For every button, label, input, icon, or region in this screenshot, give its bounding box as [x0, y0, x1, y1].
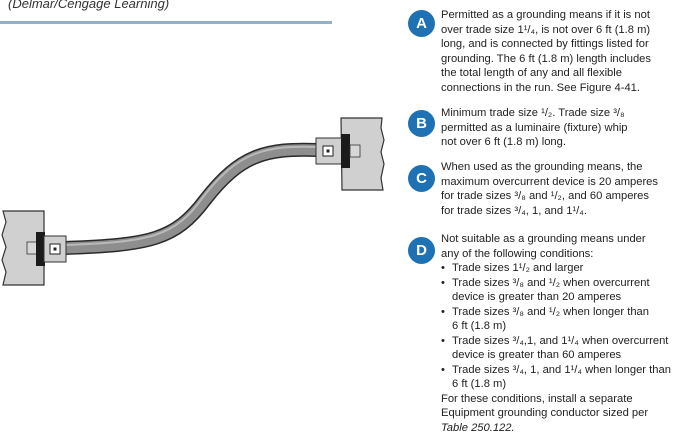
- badge-a: A: [408, 10, 435, 37]
- note-a-line: Permitted as a grounding means if it is …: [441, 8, 690, 23]
- note-a-line: grounding. The 6 ft (1.8 m) length inclu…: [441, 52, 690, 67]
- note-a-line: long, and is connected by fittings liste…: [441, 37, 690, 52]
- note-d-intro: any of the following conditions:: [441, 247, 690, 262]
- note-b-line: Minimum trade size ¹/₂. Trade size ³/₈: [441, 106, 690, 121]
- note-d-intro: Not suitable as a grounding means under: [441, 232, 690, 247]
- note-d-bullet: Trade sizes ³/₄,1, and 1¹/₄ when overcur…: [441, 334, 690, 349]
- flexible-conduit-outline: [64, 150, 318, 248]
- note-c: When used as the grounding means, the ma…: [441, 160, 690, 218]
- note-a-line: over trade size 1¹/₄, is not over 6 ft (…: [441, 23, 690, 38]
- note-d-bullet-cont: 6 ft (1.8 m): [441, 319, 690, 334]
- note-a-line: the total length of any and all flexible: [441, 66, 690, 81]
- note-a: Permitted as a grounding means if it is …: [441, 8, 690, 95]
- note-c-line: for trade sizes ³/₈ and ¹/₂, and 60 ampe…: [441, 189, 690, 204]
- note-b: Minimum trade size ¹/₂. Trade size ³/₈ p…: [441, 106, 690, 150]
- note-d-bullet-cont: 6 ft (1.8 m): [441, 377, 690, 392]
- note-c-line: for trade sizes ³/₄, 1, and 1¹/₄.: [441, 204, 690, 219]
- note-a-line: connections in the run. See Figure 4-41.: [441, 81, 690, 96]
- note-c-line: When used as the grounding means, the: [441, 160, 690, 175]
- note-d-bullet: Trade sizes 1¹/₂ and larger: [441, 261, 690, 276]
- badge-c: C: [408, 165, 435, 192]
- note-d-bullet: Trade sizes ³/₈ and ¹/₂ when overcurrent: [441, 276, 690, 291]
- note-d-outro: Equipment grounding conductor sized per: [441, 406, 690, 421]
- badge-b: B: [408, 110, 435, 137]
- note-b-line: not over 6 ft (1.8 m) long.: [441, 135, 690, 150]
- conduit-highlight: [64, 147, 318, 245]
- note-d-bullet: Trade sizes ³/₄, 1, and 1¹/₄ when longer…: [441, 363, 690, 378]
- note-d-outro: For these conditions, install a separate: [441, 392, 690, 407]
- note-c-line: maximum overcurrent device is 20 amperes: [441, 175, 690, 190]
- note-d-bullet-cont: device is greater than 20 amperes: [441, 290, 690, 305]
- note-d: Not suitable as a grounding means under …: [441, 232, 690, 435]
- note-b-line: permitted as a luminaire (fixture) whip: [441, 121, 690, 136]
- note-d-table-ref: Table 250.122.: [441, 421, 690, 435]
- conduit-illustration: [0, 0, 400, 431]
- flexible-conduit: [64, 150, 318, 248]
- note-d-bullet-cont: device is greater than 60 amperes: [441, 348, 690, 363]
- badge-d: D: [408, 237, 435, 264]
- note-d-bullet: Trade sizes ³/₈ and ¹/₂ when longer than: [441, 305, 690, 320]
